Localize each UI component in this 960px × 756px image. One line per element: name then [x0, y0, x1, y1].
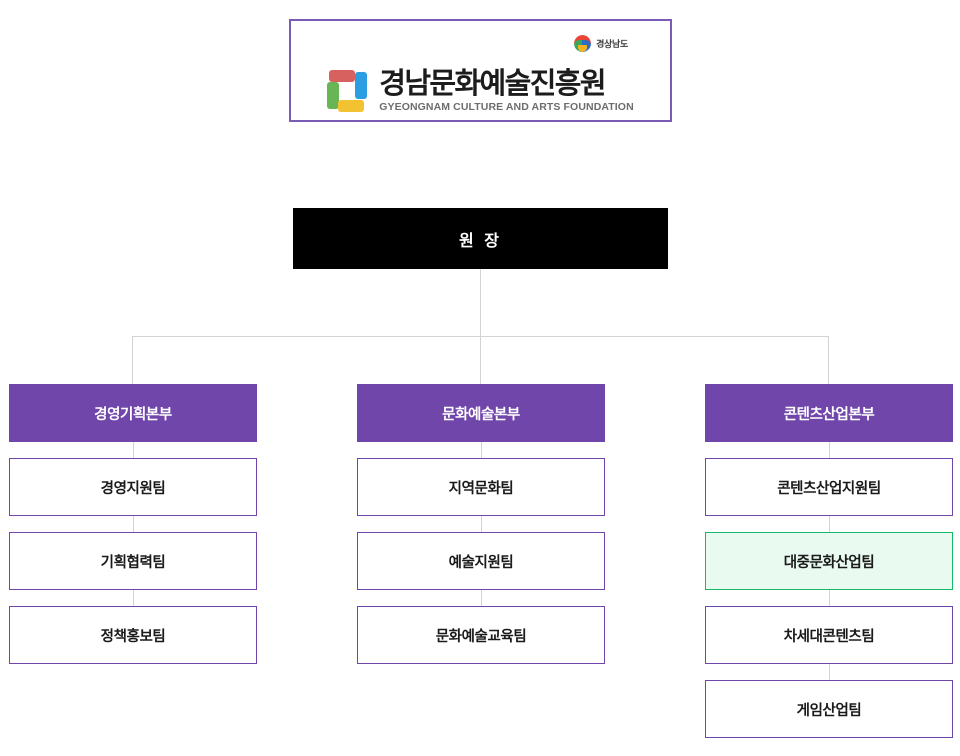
- connector-director-trunk: [480, 269, 481, 336]
- connector-stub: [357, 516, 605, 532]
- connector-drop-department-2: [480, 336, 481, 384]
- foundation-name-english: GYEONGNAM CULTURE AND ARTS FOUNDATION: [379, 101, 634, 114]
- department-column-1: 경영기획본부 경영지원팀 기획협력팀 정책홍보팀: [9, 384, 257, 664]
- director-box: 원 장: [293, 208, 668, 269]
- team-box[interactable]: 콘텐츠산업지원팀: [705, 458, 953, 516]
- province-label: 경상남도: [596, 39, 628, 49]
- team-box[interactable]: 차세대콘텐츠팀: [705, 606, 953, 664]
- connector-stub: [705, 664, 953, 680]
- province-badge: 경상남도: [574, 35, 628, 52]
- foundation-logo-card: 경상남도 경남문화예술진흥원 GYEONGNAM CULTURE AND ART…: [289, 19, 672, 122]
- connector-drop-department-3: [828, 336, 829, 384]
- connector-drop-department-1: [132, 336, 133, 384]
- foundation-name-korean: 경남문화예술진흥원: [379, 68, 606, 100]
- connector-stub: [705, 442, 953, 458]
- department-header-3[interactable]: 콘텐츠산업본부: [705, 384, 953, 442]
- foundation-logo-lockup: 경남문화예술진흥원 GYEONGNAM CULTURE AND ARTS FOU…: [291, 69, 670, 113]
- team-box[interactable]: 문화예술교육팀: [357, 606, 605, 664]
- team-box[interactable]: 기획협력팀: [9, 532, 257, 590]
- connector-stub: [705, 516, 953, 532]
- department-column-2: 문화예술본부 지역문화팀 예술지원팀 문화예술교육팀: [357, 384, 605, 664]
- connector-stub: [9, 590, 257, 606]
- connector-stub: [9, 442, 257, 458]
- connector-stub: [357, 442, 605, 458]
- team-box[interactable]: 게임산업팀: [705, 680, 953, 738]
- connector-stub: [9, 516, 257, 532]
- foundation-name-block: 경남문화예술진흥원 GYEONGNAM CULTURE AND ARTS FOU…: [379, 68, 634, 114]
- department-column-3: 콘텐츠산업본부 콘텐츠산업지원팀 대중문화산업팀 차세대콘텐츠팀 게임산업팀: [705, 384, 953, 738]
- team-box[interactable]: 지역문화팀: [357, 458, 605, 516]
- foundation-pinwheel-icon: [327, 70, 368, 113]
- team-box-highlighted[interactable]: 대중문화산업팀: [705, 532, 953, 590]
- department-header-1[interactable]: 경영기획본부: [9, 384, 257, 442]
- team-box[interactable]: 예술지원팀: [357, 532, 605, 590]
- department-header-2[interactable]: 문화예술본부: [357, 384, 605, 442]
- team-box[interactable]: 정책홍보팀: [9, 606, 257, 664]
- connector-stub: [357, 590, 605, 606]
- team-box[interactable]: 경영지원팀: [9, 458, 257, 516]
- gyeongsangnam-do-emblem-icon: [574, 35, 592, 52]
- connector-stub: [705, 590, 953, 606]
